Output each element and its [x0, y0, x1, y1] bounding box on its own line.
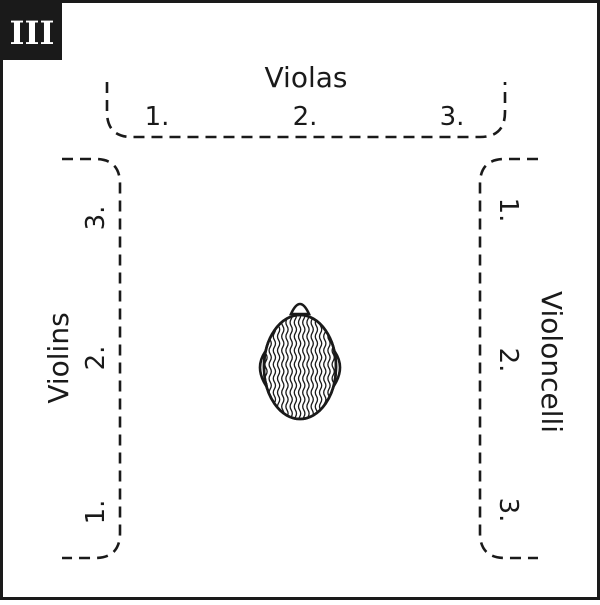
head-outline: [262, 313, 338, 421]
violoncelli-position-3: 3.: [493, 498, 523, 523]
badge-label: III: [10, 14, 55, 52]
violas-section: Violas 1. 2. 3.: [105, 61, 507, 139]
violoncelli-position-2: 2.: [493, 348, 523, 373]
conductor-head-icon: [258, 302, 342, 421]
hair-line: [302, 315, 306, 419]
violins-position-2: 2.: [81, 346, 111, 371]
nose-shape: [288, 302, 312, 316]
violins-position-3: 3.: [81, 206, 111, 231]
hair-line: [289, 315, 293, 419]
violins-label: Violins: [42, 312, 75, 403]
violas-position-1: 1.: [145, 102, 170, 132]
violins-section: Violins 1. 2. 3.: [42, 157, 122, 560]
violas-label: Violas: [265, 61, 348, 94]
violas-position-3: 3.: [440, 102, 465, 132]
hair-line: [276, 315, 281, 419]
violins-bracket: [62, 157, 122, 560]
violoncelli-bracket: [478, 157, 538, 560]
violoncelli-section: Violoncelli 1. 2. 3.: [478, 157, 568, 560]
violoncelli-position-1: 1.: [493, 198, 523, 223]
hair-line: [314, 315, 319, 419]
hair-line: [306, 315, 310, 419]
hair-line: [297, 315, 302, 419]
hair-line: [318, 315, 323, 419]
hair-line: [310, 315, 314, 419]
badge-background: [2, 2, 62, 60]
violins-position-1: 1.: [81, 500, 111, 525]
violoncelli-label: Violoncelli: [535, 291, 568, 433]
hair-line: [285, 315, 289, 419]
section-number-badge: III: [2, 2, 62, 60]
hair-line: [293, 315, 298, 419]
violas-bracket: [105, 82, 507, 139]
hair-line: [281, 315, 285, 419]
violas-position-2: 2.: [293, 102, 318, 132]
